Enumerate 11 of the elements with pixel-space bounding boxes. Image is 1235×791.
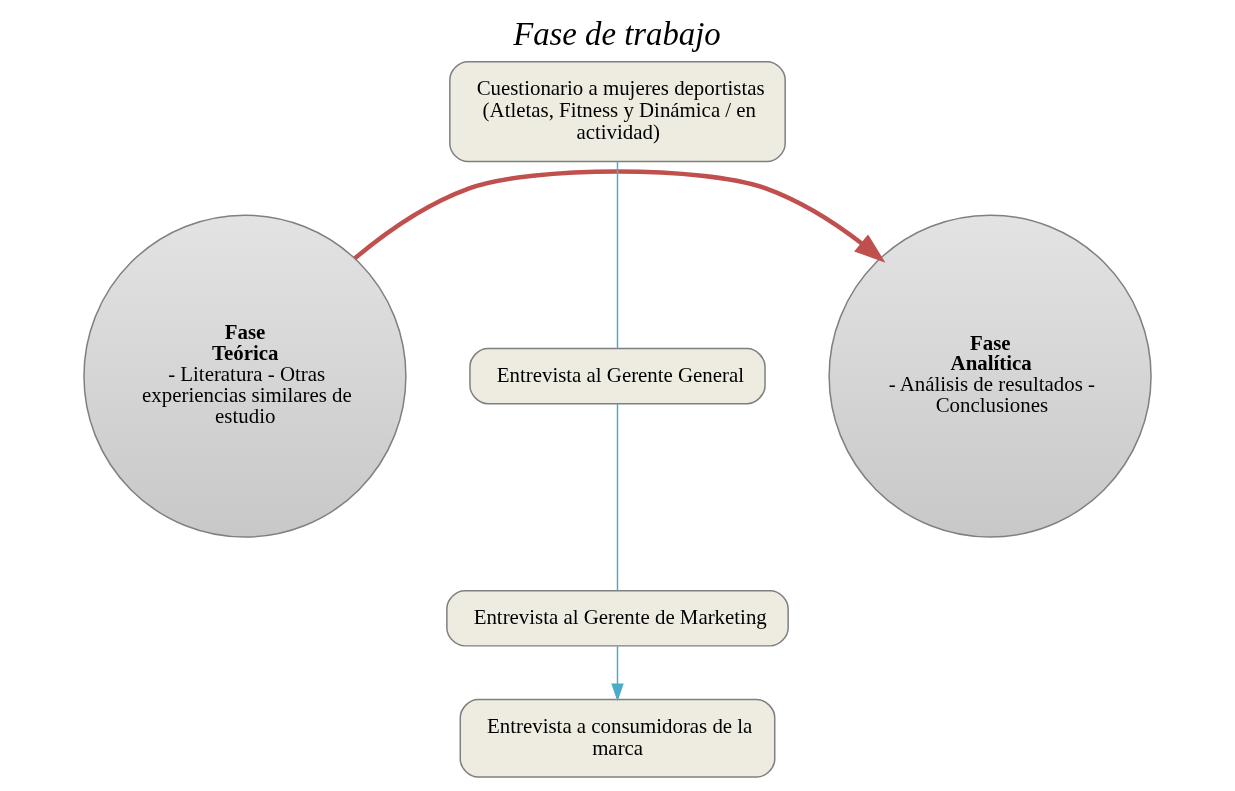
node-box: Entrevista al Gerente de Marketing xyxy=(446,590,789,647)
node-box: Entrevista a consumidoras de la marca xyxy=(459,698,776,778)
diagram-title: Fase de trabajo xyxy=(513,15,721,52)
arrow xyxy=(611,645,624,702)
arrow xyxy=(353,169,886,263)
connector xyxy=(616,160,619,349)
node-circle: Fase Analítica - Análisis de resultados - Conclusiones xyxy=(828,214,1152,538)
node-box: Entrevista al Gerente General xyxy=(469,347,766,405)
connector xyxy=(616,403,619,591)
node-circle: Fase Teórica - Literatura - Otras experiencias similares de estudio xyxy=(83,214,407,538)
node-box: Cuestionario a mujeres deportistas (Atletas, Fitness y Dinámica / en actividad) xyxy=(449,60,786,163)
